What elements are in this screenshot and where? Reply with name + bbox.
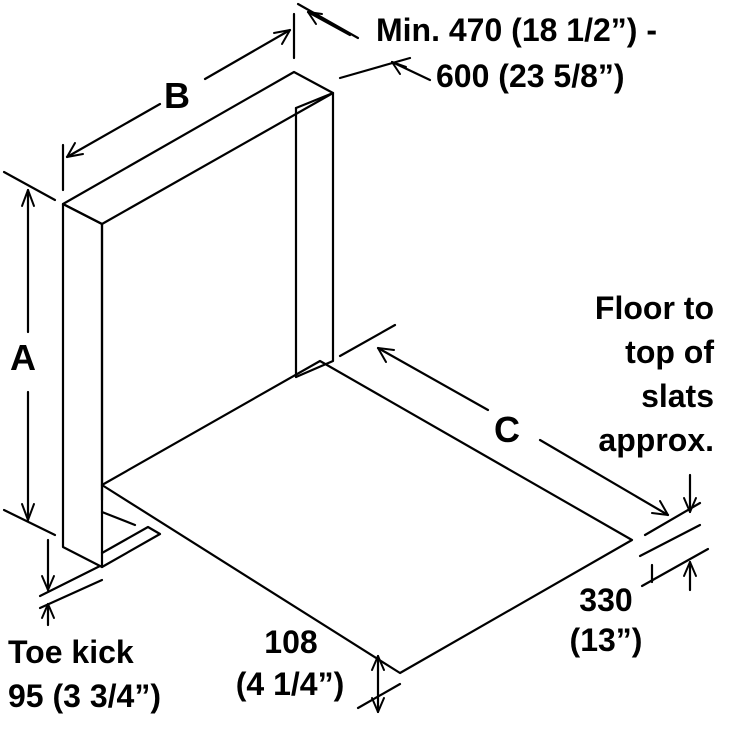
label-slat-value: 330 bbox=[579, 582, 633, 618]
dim-slat-ext-1 bbox=[638, 523, 702, 558]
dimension-a bbox=[2, 170, 57, 537]
dim-leg-arrow-top bbox=[371, 655, 385, 671]
dim-leg-arrow-bottom bbox=[371, 697, 385, 713]
label-toe-line2: 95 (3 3/4”) bbox=[8, 678, 161, 714]
label-depth-line1: Min. 470 (18 1/2”) - bbox=[376, 12, 657, 48]
dim-b-arrow-left bbox=[66, 142, 84, 158]
label-toe-line1: Toe kick bbox=[8, 634, 134, 670]
dim-depth-ext-2 bbox=[338, 56, 412, 80]
label-floor-line3: slats bbox=[641, 378, 714, 414]
dim-toe-ext-2 bbox=[38, 578, 104, 610]
label-floor-line2: top of bbox=[625, 334, 714, 370]
dimension-slat-height bbox=[638, 473, 710, 592]
dim-a-arrow-bottom bbox=[21, 503, 35, 521]
dimension-b bbox=[61, 12, 296, 192]
cabinet-right-panel-front bbox=[294, 91, 335, 379]
dim-a-arrow-top bbox=[21, 189, 35, 207]
cabinet-top-face bbox=[61, 70, 335, 226]
label-b: B bbox=[164, 75, 190, 116]
dim-a-ext-top bbox=[2, 170, 57, 202]
dim-depth-ext-1 bbox=[296, 2, 360, 40]
label-depth-line2: 600 (23 5/8”) bbox=[436, 58, 625, 94]
label-slat-inches: (13”) bbox=[569, 622, 643, 658]
label-leg-inches: (4 1/4”) bbox=[235, 666, 345, 702]
bed-platform bbox=[100, 359, 634, 675]
dimension-toe-kick bbox=[38, 538, 104, 627]
dim-toe-ext-1 bbox=[38, 564, 102, 598]
dim-depth-arrow-top bbox=[307, 11, 323, 25]
dim-depth-line bbox=[306, 10, 352, 37]
dim-c-line-top bbox=[376, 346, 490, 412]
cabinet-frame bbox=[61, 70, 335, 569]
toe-kick-outline bbox=[100, 525, 162, 569]
label-leg-value: 108 bbox=[264, 624, 318, 660]
cabinet-left-panel-front bbox=[61, 202, 104, 569]
dim-depth-leader bbox=[390, 60, 432, 82]
dim-c-arrow-bottom bbox=[651, 500, 669, 516]
dim-slat-arrow-top bbox=[683, 497, 697, 513]
toe-kick-inner bbox=[100, 510, 137, 527]
dim-slat-arrow-bottom bbox=[683, 561, 697, 577]
dim-toe-arrow-top bbox=[41, 575, 55, 591]
dim-b-line-1 bbox=[65, 102, 162, 159]
dim-b-arrow-right bbox=[273, 29, 291, 45]
dimension-leg bbox=[356, 654, 402, 714]
label-floor-line4: approx. bbox=[598, 422, 714, 458]
dim-a-ext-bottom bbox=[2, 508, 57, 537]
dim-toe-arrow-bottom bbox=[41, 603, 55, 619]
dim-c-line-bottom bbox=[538, 438, 670, 517]
label-floor-line1: Floor to bbox=[594, 290, 714, 326]
dimension-depth bbox=[296, 2, 432, 82]
dim-b-line-2 bbox=[203, 28, 292, 81]
toe-kick bbox=[100, 510, 162, 569]
label-c: C bbox=[494, 409, 520, 450]
dim-c-ext-top bbox=[338, 323, 397, 358]
label-a: A bbox=[10, 337, 36, 378]
dim-c-arrow-top bbox=[377, 347, 395, 363]
